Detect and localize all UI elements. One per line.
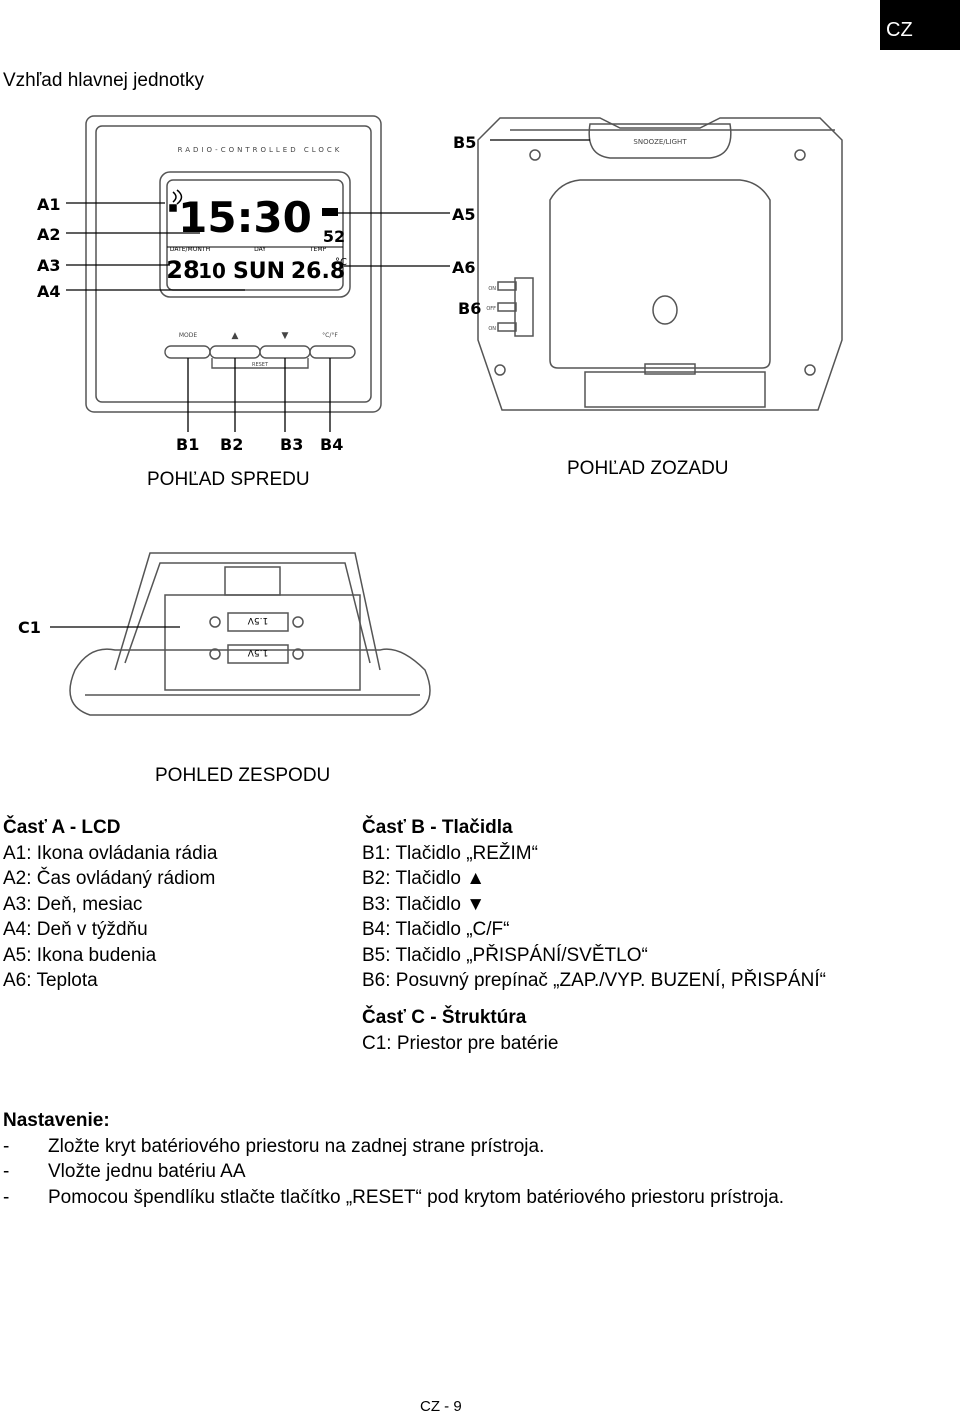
lcd-temp-label: TEMP bbox=[309, 246, 327, 253]
callout-b6: B6 bbox=[458, 299, 481, 318]
switch-label-2: OFF bbox=[486, 306, 496, 312]
back-callouts bbox=[30, 190, 290, 330]
part-a-list: Časť A - LCD A1: Ikona ovládania rádia A… bbox=[3, 815, 217, 994]
page-title: Vzhľad hlavnej jednotky bbox=[3, 70, 204, 91]
lcd-day-label: DAY bbox=[254, 246, 266, 253]
battery-label-bottom: 1.5V bbox=[247, 647, 268, 657]
list-item: C1: Priestor pre batérie bbox=[362, 1032, 559, 1054]
back-view-diagram: SNOOZE/LIGHT ON OFF ON B5 bbox=[453, 117, 843, 411]
callout-b1: B1 bbox=[176, 435, 199, 454]
list-item: B1: Tlačidlo „REŽIM“ bbox=[362, 842, 538, 864]
callout-a5: A5 bbox=[452, 205, 476, 224]
callout-b4: B4 bbox=[320, 435, 343, 454]
setup-step: -Vložte jednu batériu AA bbox=[3, 1159, 784, 1185]
list-item: A1: Ikona ovládania rádia bbox=[3, 842, 218, 864]
page-number: CZ - 9 bbox=[420, 1398, 462, 1415]
cf-label: °C/°F bbox=[322, 332, 338, 339]
radio-icon bbox=[169, 189, 183, 212]
list-item: B2: Tlačidlo ▲ bbox=[362, 868, 486, 889]
callout-a6: A6 bbox=[452, 258, 476, 277]
mode-label: MODE bbox=[179, 332, 198, 339]
battery-label-top: 1.5V bbox=[247, 615, 268, 625]
lcd-month: 10 bbox=[198, 259, 226, 283]
front-view-caption: POHĽAD SPREDU bbox=[147, 469, 310, 490]
callout-b2: B2 bbox=[220, 435, 243, 454]
down-label: ▼ bbox=[282, 331, 289, 341]
part-b-list: Časť B - Tlačidla B1: Tlačidlo „REŽIM“ B… bbox=[362, 815, 826, 994]
lcd-unit: °C bbox=[335, 257, 347, 268]
callout-a1: A1 bbox=[37, 195, 61, 214]
setup-step: -Zložte kryt batériového priestoru na za… bbox=[3, 1134, 784, 1160]
up-label: ▲ bbox=[232, 331, 239, 341]
callout-a4: A4 bbox=[37, 282, 61, 301]
alarm-icon bbox=[322, 208, 338, 216]
part-a-heading: Časť A - LCD bbox=[3, 817, 121, 838]
bottom-view-caption: POHLED ZESPODU bbox=[155, 765, 331, 786]
setup-heading: Nastavenie: bbox=[3, 1110, 110, 1131]
callout-b5: B5 bbox=[453, 133, 476, 152]
list-item: A2: Čas ovládaný rádiom bbox=[3, 868, 216, 889]
lcd-date: 28 bbox=[166, 256, 199, 284]
part-b-heading: Časť B - Tlačidla bbox=[362, 817, 513, 838]
list-item: A4: Deň v týždňu bbox=[3, 919, 148, 940]
setup-step-text: Vložte jednu batériu AA bbox=[48, 1161, 246, 1182]
snooze-label: SNOOZE/LIGHT bbox=[633, 138, 687, 146]
switch-label-1: ON bbox=[488, 286, 496, 292]
list-item: A3: Deň, mesiac bbox=[3, 893, 143, 915]
language-badge: CZ bbox=[880, 0, 960, 50]
bottom-view-diagram: 1.5V 1.5V C1 bbox=[18, 552, 431, 716]
reset-label: RESET bbox=[252, 362, 269, 368]
switch-label-3: ON bbox=[488, 326, 496, 332]
setup-step-text: Pomocou špendlíku stlačte tlačítko „RESE… bbox=[48, 1186, 785, 1208]
callout-a3: A3 bbox=[37, 256, 61, 275]
callout-a2: A2 bbox=[37, 225, 61, 244]
list-item: B4: Tlačidlo „C/F“ bbox=[362, 919, 510, 940]
lcd-weekday: SUN bbox=[233, 259, 285, 284]
lcd-time: 15:30 bbox=[178, 193, 312, 242]
brand-text: RADIO-CONTROLLED CLOCK bbox=[178, 146, 343, 154]
list-item: A6: Teplota bbox=[3, 970, 98, 991]
callout-c1: C1 bbox=[18, 618, 41, 637]
setup-step: -Pomocou špendlíku stlačte tlačítko „RES… bbox=[3, 1185, 784, 1211]
list-item: B5: Tlačidlo „PŘISPÁNÍ/SVĚTLO“ bbox=[362, 944, 648, 966]
front-view-diagram: RADIO-CONTROLLED CLOCK 15:30 52 DATE/MON… bbox=[37, 115, 382, 454]
back-view-caption: POHĽAD ZOZADU bbox=[567, 458, 729, 479]
lcd-seconds: 52 bbox=[323, 227, 345, 246]
lcd-callouts-right: A5 A6 B6 bbox=[330, 205, 481, 318]
callout-b3: B3 bbox=[280, 435, 303, 454]
part-c-list: Časť C - Štruktúra C1: Priestor pre baté… bbox=[362, 1005, 558, 1056]
list-item: A5: Ikona budenia bbox=[3, 944, 157, 966]
part-c-heading: Časť C - Štruktúra bbox=[362, 1007, 527, 1028]
lcd-temperature: 26.8 bbox=[291, 259, 345, 284]
setup-section: Nastavenie: -Zložte kryt batériového pri… bbox=[3, 1108, 784, 1210]
lcd-date-label: DATE/MONTH bbox=[170, 246, 210, 253]
setup-step-text: Zložte kryt batériového priestoru na zad… bbox=[48, 1135, 545, 1157]
list-item: B3: Tlačidlo ▼ bbox=[362, 893, 486, 915]
list-item: B6: Posuvný prepínač „ZAP./VYP. BUZENÍ, … bbox=[362, 970, 826, 991]
